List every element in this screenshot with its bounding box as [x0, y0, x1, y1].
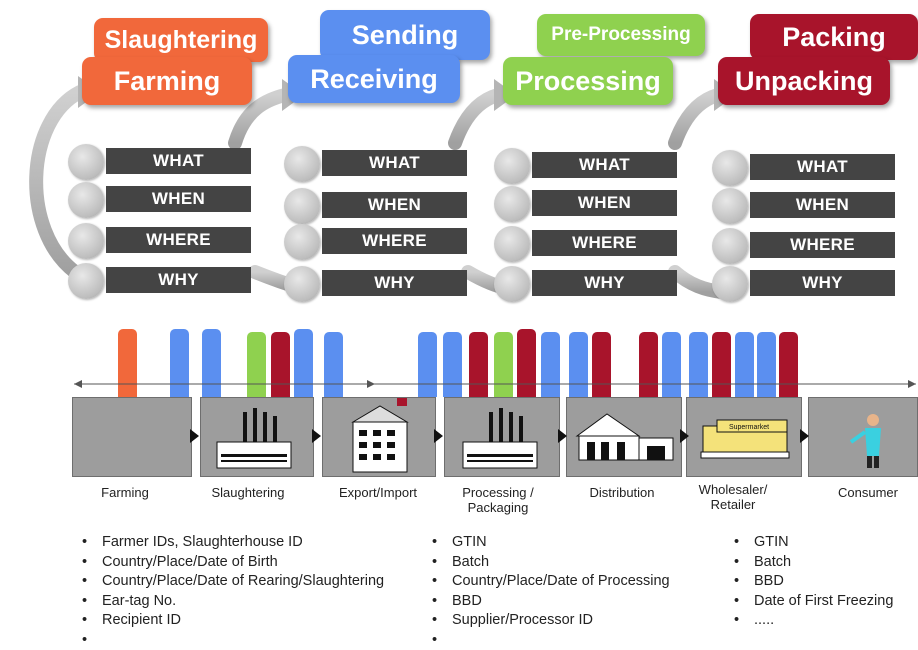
- list-item: Supplier/Processor ID: [430, 611, 710, 631]
- bullet-circle-icon: [494, 266, 530, 302]
- question-label: WHEN: [106, 186, 251, 212]
- stage-label-slaughtering: Slaughtering: [196, 485, 300, 500]
- stage-tag-unpacking: Unpacking: [718, 57, 890, 105]
- list-item: Batch: [430, 553, 710, 573]
- supermarket-icon: Supermarket: [687, 398, 803, 478]
- stage-label-distribution: Distribution: [570, 485, 674, 500]
- list-item: GTIN: [732, 533, 918, 553]
- stage-box-consumer: [808, 397, 918, 477]
- factory-icon: [201, 398, 315, 478]
- stage-label-export-import: Export/Import: [322, 485, 434, 500]
- chevron-right-icon: [800, 429, 809, 443]
- list-item: Country/Place/Date of Rearing/Slaughteri…: [80, 572, 420, 592]
- chevron-right-icon: [558, 429, 567, 443]
- question-label: WHERE: [106, 227, 251, 253]
- bullet-circle-icon: [712, 188, 748, 224]
- bullet-circle-icon: [68, 263, 104, 299]
- stage-label-processing-packaging: Processing / Packaging: [448, 485, 548, 515]
- warehouse-icon: [567, 398, 683, 478]
- stage-label-farming: Farming: [80, 485, 170, 500]
- question-label: WHY: [322, 270, 467, 296]
- chevron-right-icon: [680, 429, 689, 443]
- bullet-circle-icon: [284, 146, 320, 182]
- list-item: BBD: [430, 592, 710, 612]
- info-list-processing: GTIN Batch Country/Place/Date of Process…: [430, 533, 710, 650]
- list-item: GTIN: [430, 533, 710, 553]
- list-item: .....: [732, 611, 918, 631]
- list-item: [430, 631, 710, 650]
- list-item: Batch: [732, 553, 918, 573]
- stage-tag-slaughtering: Slaughtering: [94, 18, 268, 62]
- question-label: WHAT: [322, 150, 467, 176]
- building-icon: [323, 398, 437, 478]
- list-item: Date of First Freezing: [732, 592, 918, 612]
- bullet-circle-icon: [712, 228, 748, 264]
- info-list-retail: GTIN Batch BBD Date of First Freezing ..…: [732, 533, 918, 631]
- stage-box-slaughtering: [200, 397, 314, 477]
- question-label: WHEN: [750, 192, 895, 218]
- stage-box-distribution: [566, 397, 682, 477]
- bullet-circle-icon: [68, 223, 104, 259]
- factory-icon: [445, 398, 561, 478]
- stage-tag-processing: Processing: [503, 57, 673, 105]
- list-item: Country/Place/Date of Processing: [430, 572, 710, 592]
- bullet-circle-icon: [68, 182, 104, 218]
- list-item: Country/Place/Date of Birth: [80, 553, 420, 573]
- list-item: [80, 631, 420, 650]
- bullet-circle-icon: [712, 150, 748, 186]
- bullet-circle-icon: [68, 144, 104, 180]
- stage-tag-pre-processing: Pre-Processing: [537, 14, 705, 56]
- stage-box-farming: [72, 397, 192, 477]
- list-item: Ear-tag No.: [80, 592, 420, 612]
- bullet-circle-icon: [284, 188, 320, 224]
- stage-box-processing: [444, 397, 560, 477]
- list-item: Farmer IDs, Slaughterhouse ID: [80, 533, 420, 553]
- stage-tag-packing: Packing: [750, 14, 918, 60]
- chevron-right-icon: [434, 429, 443, 443]
- question-label: WHERE: [750, 232, 895, 258]
- stage-box-wholesaler-retailer: Supermarket: [686, 397, 802, 477]
- question-label: WHERE: [322, 228, 467, 254]
- chevron-right-icon: [312, 429, 321, 443]
- question-label: WHAT: [532, 152, 677, 178]
- bullet-circle-icon: [284, 266, 320, 302]
- bullet-circle-icon: [494, 148, 530, 184]
- chevron-right-icon: [190, 429, 199, 443]
- bullet-circle-icon: [494, 226, 530, 262]
- info-list-farming: Farmer IDs, Slaughterhouse ID Country/Pl…: [80, 533, 420, 650]
- question-label: WHAT: [750, 154, 895, 180]
- timeline-dimension-line: [70, 378, 918, 390]
- stage-tag-sending: Sending: [320, 10, 490, 60]
- bullet-circle-icon: [494, 186, 530, 222]
- question-label: WHY: [106, 267, 251, 293]
- consumer-person-icon: [809, 398, 918, 478]
- stage-box-export-import: [322, 397, 436, 477]
- list-item: Recipient ID: [80, 611, 420, 631]
- stage-tag-farming: Farming: [82, 57, 252, 105]
- question-label: WHEN: [532, 190, 677, 216]
- stage-tag-receiving: Receiving: [288, 55, 460, 103]
- supermarket-sign: Supermarket: [729, 424, 769, 431]
- question-label: WHY: [532, 270, 677, 296]
- question-label: WHERE: [532, 230, 677, 256]
- question-label: WHEN: [322, 192, 467, 218]
- stage-label-consumer: Consumer: [820, 485, 916, 500]
- list-item: BBD: [732, 572, 918, 592]
- question-label: WHAT: [106, 148, 251, 174]
- bullet-circle-icon: [712, 266, 748, 302]
- stage-label-wholesaler-retailer: Wholesaler/ Retailer: [698, 482, 768, 512]
- bullet-circle-icon: [284, 224, 320, 260]
- question-label: WHY: [750, 270, 895, 296]
